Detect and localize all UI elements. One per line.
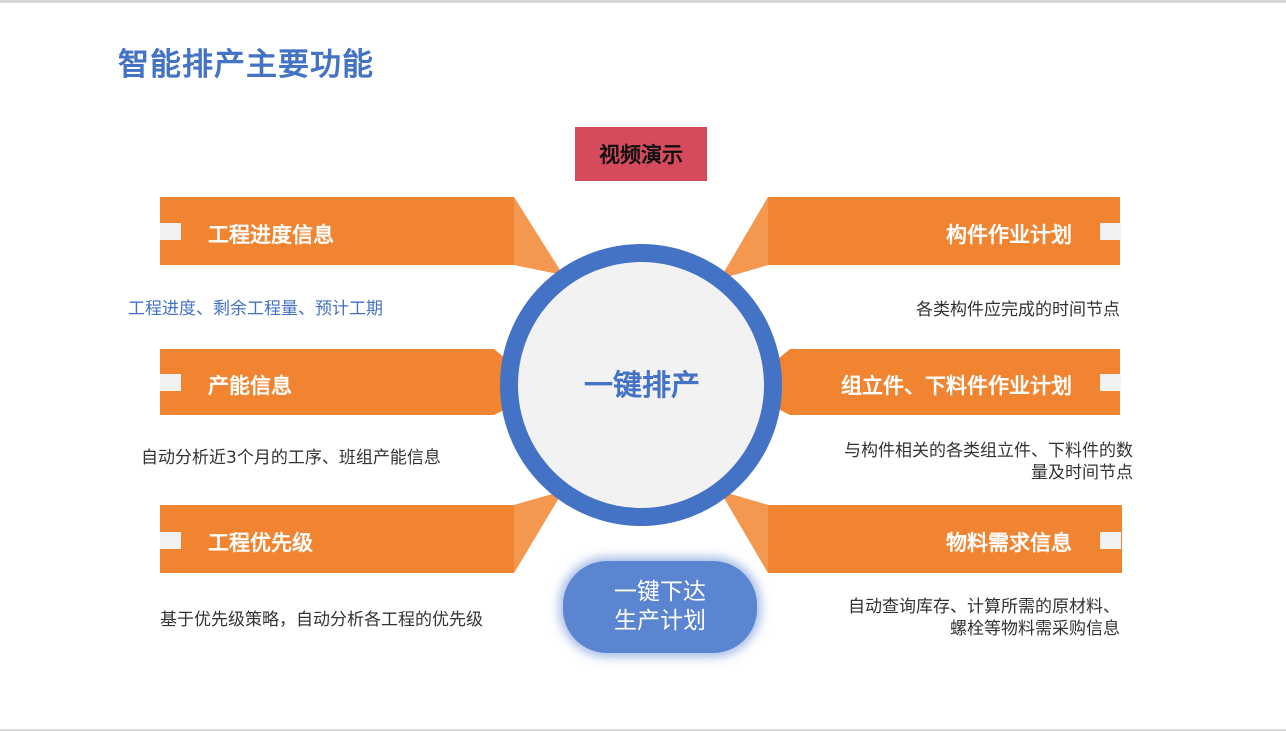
right-item-3-description-line2: 螺栓等物料需采购信息 — [950, 619, 1120, 639]
banner-right-2 — [778, 349, 1120, 415]
right-item-1-description: 各类构件应完成的时间节点 — [916, 300, 1120, 320]
issue-button-line2: 生产计划 — [614, 608, 706, 634]
banner-right-1 — [720, 197, 1120, 279]
issue-button-line1: 一键下达 — [614, 579, 706, 605]
video-demo-button[interactable]: 视频演示 — [575, 127, 707, 181]
left-item-2-description: 自动分析近3个月的工序、班组产能信息 — [141, 448, 441, 468]
banner-right-3 — [720, 491, 1122, 573]
left-item-3-description: 基于优先级策略，自动分析各工程的优先级 — [160, 610, 483, 630]
banner-left-3 — [160, 491, 563, 573]
banner-left-1-notch — [160, 223, 181, 240]
banner-left-2 — [160, 349, 506, 415]
banner-left-1-shade — [514, 197, 563, 275]
left-item-2-title: 产能信息 — [208, 374, 292, 398]
right-item-3-description-line1: 自动查询库存、计算所需的原材料、 — [848, 597, 1120, 617]
bottom-divider — [0, 729, 1286, 731]
banner-left-3-notch — [160, 532, 181, 549]
banner-right-1-notch — [1100, 223, 1121, 240]
left-item-1-title: 工程进度信息 — [208, 223, 334, 247]
right-item-2-description: 与构件相关的各类组立件、下料件的数 量及时间节点 — [844, 440, 1133, 484]
left-item-3-title: 工程优先级 — [208, 531, 313, 555]
right-item-1-title: 构件作业计划 — [946, 223, 1072, 247]
diagram-shapes — [160, 197, 1122, 573]
banner-right-2-notch — [1100, 374, 1121, 391]
banner-right-3-notch — [1100, 532, 1121, 549]
center-label: 一键排产 — [583, 368, 700, 402]
right-item-2-title: 组立件、下料件作业计划 — [841, 374, 1072, 398]
left-item-1-description: 工程进度、剩余工程量、预计工期 — [128, 299, 383, 319]
right-item-2-description-line2: 量及时间节点 — [1031, 463, 1133, 483]
right-item-2-description-line1: 与构件相关的各类组立件、下料件的数 — [844, 441, 1133, 461]
banner-right-3-shade — [720, 491, 768, 573]
banner-left-2-notch — [160, 374, 181, 391]
banner-left-1 — [160, 197, 563, 275]
right-item-3-title: 物料需求信息 — [946, 531, 1072, 555]
banner-left-3-shade — [514, 491, 563, 573]
center-circle — [500, 244, 782, 526]
banner-right-1-shade — [720, 197, 768, 279]
page-title: 智能排产主要功能 — [118, 47, 374, 83]
issue-production-plan-button[interactable]: 一键下达 生产计划 — [563, 561, 757, 653]
right-item-3-description: 自动查询库存、计算所需的原材料、 螺栓等物料需采购信息 — [848, 596, 1120, 640]
